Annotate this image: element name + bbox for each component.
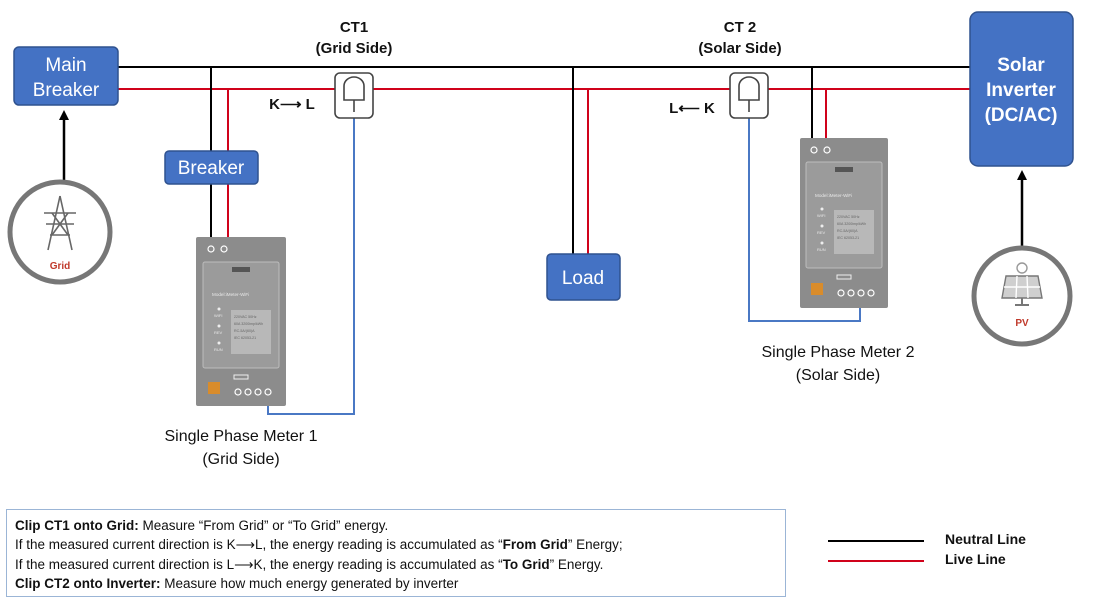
note-line-1: Clip CT1 onto Grid: Measure “From Grid” … bbox=[15, 516, 777, 535]
note-3-b: To Grid bbox=[502, 556, 550, 572]
meter1-spec-2: 60A 3200imp/kWh bbox=[234, 322, 263, 326]
note-2-b: From Grid bbox=[502, 537, 568, 553]
ct1-clamp: CT1 (Grid Side) K⟶ L bbox=[269, 19, 393, 119]
load-box: Load bbox=[546, 253, 621, 301]
inverter-label-2: Inverter bbox=[986, 80, 1056, 101]
legend-neutral: Neutral Line bbox=[828, 530, 1078, 550]
ct1-subtitle: (Grid Side) bbox=[316, 40, 393, 57]
legend-live: Live Line bbox=[828, 550, 1078, 570]
legend-live-swatch bbox=[828, 560, 924, 562]
meter1-caption-1: Single Phase Meter 1 bbox=[165, 428, 318, 445]
inverter-label-3: (DC/AC) bbox=[985, 105, 1058, 126]
meter2-spec-3: RC-5A/(60)A bbox=[837, 229, 858, 233]
meter2-ind-run: RUN bbox=[817, 247, 826, 252]
pv-label: PV bbox=[1015, 318, 1029, 329]
meter1-model-text: Model:iMeter-WiFi bbox=[212, 292, 249, 297]
main-breaker-box: Main Breaker bbox=[13, 46, 119, 106]
power-pylon-icon bbox=[44, 195, 76, 251]
breaker-label: Breaker bbox=[178, 158, 245, 179]
note-line-3: If the measured current direction is L⟶K… bbox=[15, 555, 777, 574]
ct1-direction-arrow: K⟶ L bbox=[269, 96, 315, 113]
main-breaker-label-2: Breaker bbox=[33, 80, 100, 101]
meter2-caption-1: Single Phase Meter 2 bbox=[762, 344, 915, 361]
line-legend: Neutral Line Live Line bbox=[828, 530, 1078, 574]
solar-panel-icon bbox=[1001, 262, 1043, 306]
load-label: Load bbox=[562, 268, 604, 289]
note-line-2: If the measured current direction is K⟶L… bbox=[15, 535, 777, 554]
note-1-text: Measure “From Grid” or “To Grid” energy. bbox=[138, 518, 389, 533]
grid-source: Grid bbox=[7, 179, 113, 285]
meter1-caption-2: (Grid Side) bbox=[202, 451, 279, 468]
note-3-c: ” Energy. bbox=[549, 556, 604, 572]
meter2-device: Model:iMeter-WiFi 220VAC 50Hz 60A 3200im… bbox=[800, 138, 888, 308]
ct2-subtitle: (Solar Side) bbox=[698, 40, 781, 57]
legend-neutral-label: Neutral Line bbox=[945, 531, 1026, 547]
legend-neutral-swatch bbox=[828, 540, 924, 542]
meter1-ind-wifi: WIFI bbox=[214, 313, 222, 318]
instruction-notes: Clip CT1 onto Grid: Measure “From Grid” … bbox=[6, 509, 786, 597]
meter1-device: Model:iMeter-WiFi 220VAC 50Hz 60A 3200im… bbox=[196, 237, 286, 406]
meter2-ind-rev: REV bbox=[817, 230, 826, 235]
breaker-box: Breaker bbox=[164, 150, 259, 185]
ct2-direction-arrow: L⟵ K bbox=[669, 100, 715, 117]
meter1-ind-rev: REV bbox=[214, 330, 223, 335]
meter1-spec-1: 220VAC 50Hz bbox=[234, 315, 257, 319]
meter2-ind-wifi: WIFI bbox=[817, 213, 825, 218]
ct1-title: CT1 bbox=[340, 19, 368, 36]
meter1-spec-4: IEC 62053-21 bbox=[234, 336, 256, 340]
note-1-bold: Clip CT1 onto Grid: bbox=[15, 518, 139, 533]
ct2-signal-wire bbox=[748, 118, 861, 322]
main-breaker-label-1: Main bbox=[45, 55, 86, 76]
meter1-spec-3: RC-5A/(60)A bbox=[234, 329, 255, 333]
ct2-title: CT 2 bbox=[724, 19, 757, 36]
grid-label: Grid bbox=[50, 261, 71, 272]
note-line-4: Clip CT2 onto Inverter: Measure how much… bbox=[15, 574, 777, 593]
meter2-model-text: Model:iMeter-WiFi bbox=[815, 193, 852, 198]
note-4-text: Measure how much energy generated by inv… bbox=[160, 575, 459, 591]
solar-inverter-box: Solar Inverter (DC/AC) bbox=[969, 11, 1074, 167]
note-2-c: ” Energy; bbox=[567, 537, 623, 553]
pv-source: PV bbox=[971, 245, 1073, 347]
legend-live-label: Live Line bbox=[945, 551, 1006, 567]
note-3-a: If the measured current direction is L⟶K… bbox=[15, 556, 503, 572]
meter1-ind-run: RUN bbox=[214, 347, 223, 352]
ct2-clamp: CT 2 (Solar Side) L⟵ K bbox=[669, 19, 782, 119]
note-4-bold: Clip CT2 onto Inverter: bbox=[15, 575, 161, 591]
inverter-label-1: Solar bbox=[997, 55, 1045, 76]
note-2-a: If the measured current direction is K⟶L… bbox=[15, 537, 503, 553]
meter2-spec-1: 220VAC 50Hz bbox=[837, 215, 860, 219]
meter2-spec-2: 60A 3200imp/kWh bbox=[837, 222, 866, 226]
meter2-spec-4: IEC 62053-21 bbox=[837, 236, 859, 240]
meter2-caption-2: (Solar Side) bbox=[796, 367, 880, 384]
